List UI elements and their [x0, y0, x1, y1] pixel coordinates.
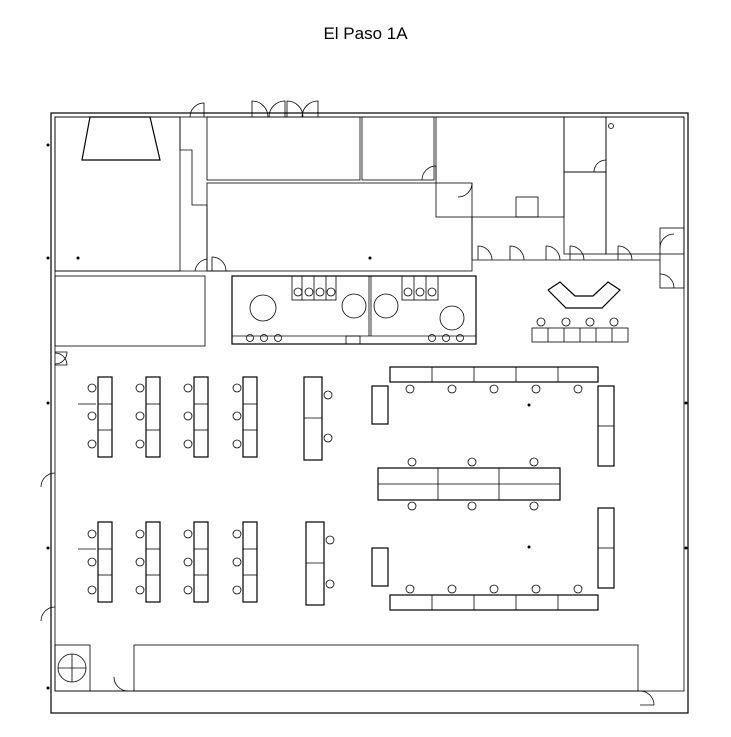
workstations-left-bottom: [78, 521, 335, 606]
workstations-left-top: [78, 376, 333, 461]
restrooms: [231, 275, 477, 345]
workstations-right: [371, 366, 615, 611]
column-markers: [46, 123, 688, 690]
stairwell: [54, 644, 639, 692]
upper-rooms: [179, 116, 685, 289]
doors: [40, 100, 675, 706]
reception-desk: [531, 281, 629, 343]
plan-title: El Paso 1A: [323, 24, 408, 43]
room-northwest: [54, 116, 230, 347]
